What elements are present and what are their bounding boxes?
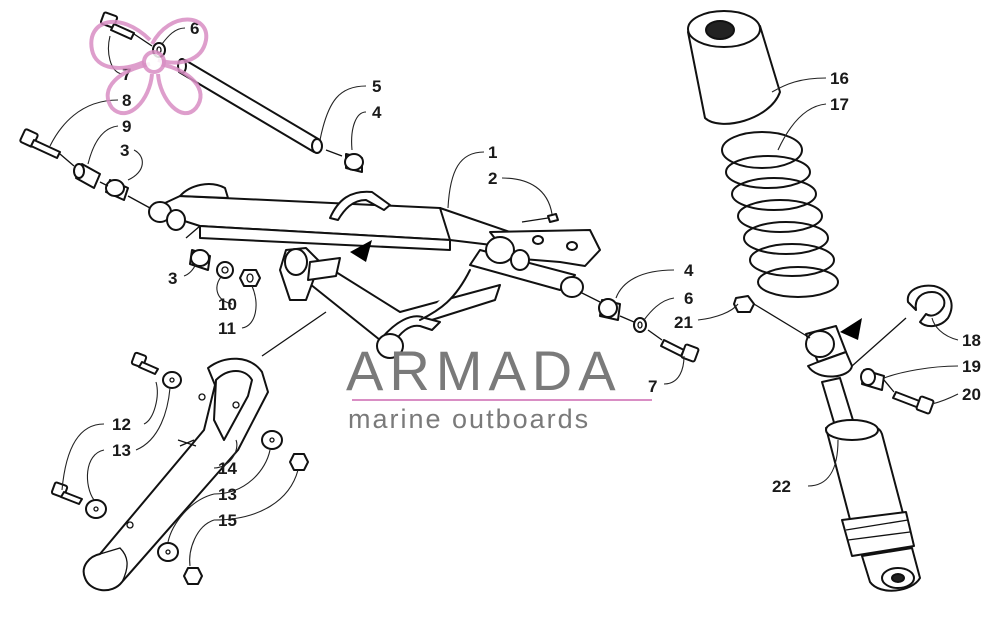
callout-3: 3: [120, 141, 129, 160]
coil-spring: [721, 131, 839, 298]
bushing-upper: [344, 153, 364, 173]
spring-retainer-clip: [906, 284, 953, 328]
callout-3: 3: [168, 269, 177, 288]
callout-15: 15: [218, 511, 237, 530]
callout-2: 2: [488, 169, 497, 188]
bolt-strap-upper: [130, 351, 159, 375]
washer-strap-mid: [261, 430, 283, 450]
callout-7: 7: [648, 377, 657, 396]
spacer-left: [73, 163, 101, 189]
callout-11: 11: [218, 319, 236, 338]
washer-lower: [216, 261, 234, 279]
watermark-tagline: marine outboards: [348, 404, 591, 434]
callout-13: 13: [112, 441, 131, 460]
direction-arrow-left: [350, 240, 372, 262]
callout-6: 6: [684, 289, 693, 308]
nut-strap-lower: [183, 567, 203, 585]
washer-strap-lower: [85, 499, 107, 519]
bolt-right: [660, 339, 700, 363]
callout-22: 22: [772, 477, 791, 496]
nut-lower: [239, 269, 261, 287]
swing-arm: [148, 183, 601, 359]
callout-1: 1: [488, 143, 497, 162]
limiter-strap: [82, 357, 269, 592]
sleeve-shock: [860, 368, 885, 391]
callout-16: 16: [830, 69, 849, 88]
bushing-left: [105, 179, 129, 201]
washer-strap-upper: [162, 371, 182, 389]
bump-stop: [687, 10, 781, 125]
direction-arrow-right: [840, 318, 862, 340]
callout-13: 13: [218, 485, 237, 504]
washer-strap-bottom: [157, 542, 179, 562]
bushing-right: [598, 298, 621, 321]
washer-right: [633, 317, 647, 333]
callout-9: 9: [122, 117, 131, 136]
washer-top: [152, 42, 166, 58]
callout-20: 20: [962, 385, 981, 404]
pivot-shaft: [177, 58, 323, 154]
assembly-lines: [59, 33, 907, 393]
callout-12: 12: [112, 415, 131, 434]
callout-10: 10: [218, 295, 237, 314]
nut-strap-upper: [289, 453, 309, 471]
bolt-top: [99, 11, 135, 40]
bolt-strap-lower: [50, 481, 83, 505]
shock-absorber: [805, 325, 921, 592]
callout-19: 19: [962, 357, 981, 376]
callout-4: 4: [684, 261, 694, 280]
bolt-left: [19, 128, 61, 159]
callout-6: 6: [190, 19, 199, 38]
bolt-shock: [892, 391, 935, 415]
bushing-lower: [189, 249, 211, 271]
callout-8: 8: [122, 91, 131, 110]
callout-4: 4: [372, 103, 382, 122]
nut-shock: [733, 295, 755, 313]
watermark-brand: ARMADA: [346, 339, 622, 402]
callout-5: 5: [372, 77, 381, 96]
callout-7: 7: [122, 65, 131, 84]
callout-21: 21: [674, 313, 693, 332]
callout-18: 18: [962, 331, 981, 350]
callout-14: 14: [218, 459, 237, 478]
callout-17: 17: [830, 95, 849, 114]
watermark-divider: [352, 399, 652, 401]
